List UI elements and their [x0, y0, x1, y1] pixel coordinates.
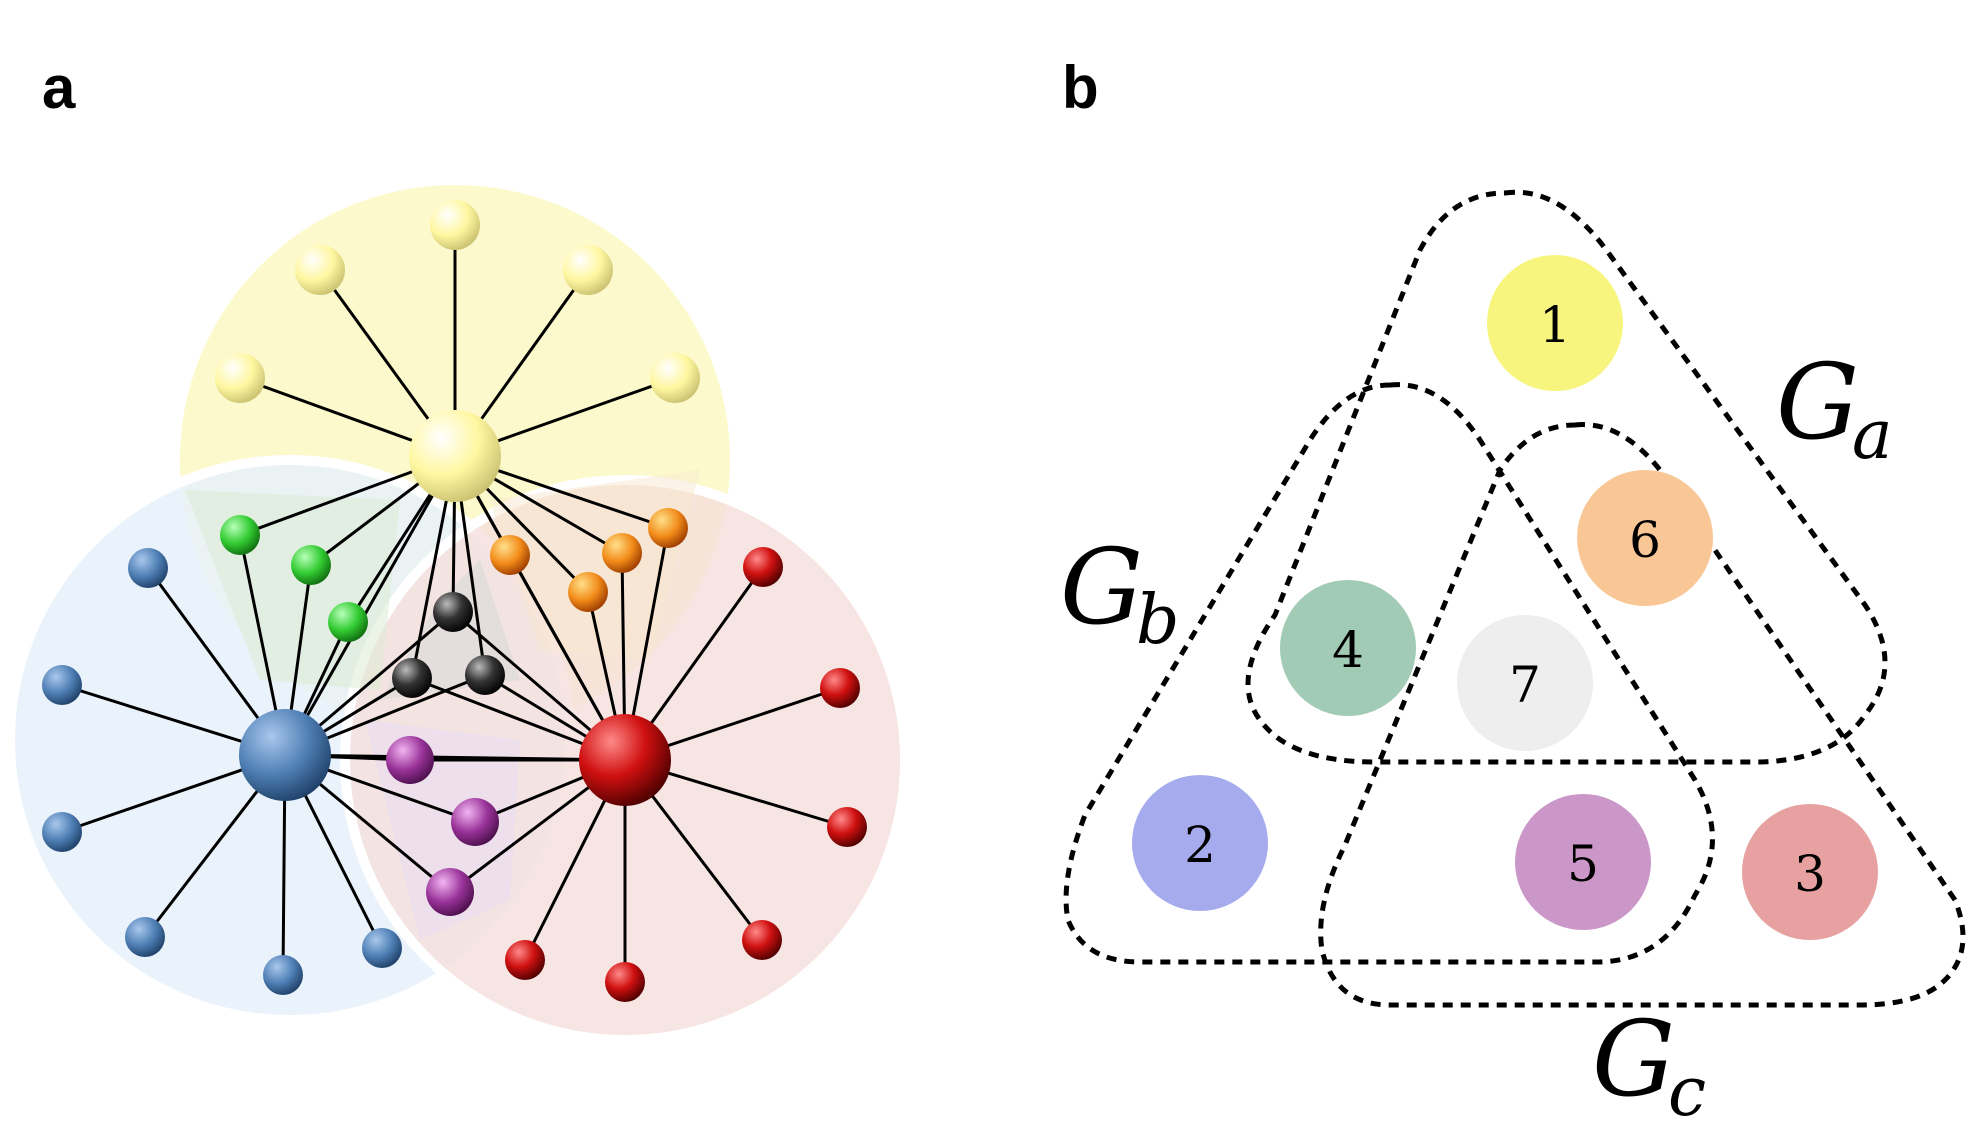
venn-region-circle: [1132, 775, 1268, 911]
venn-regions: 1 2 3 4 5 6 7: [1132, 255, 1878, 940]
orange-node: [490, 535, 530, 575]
venn-region-7: 7: [1457, 615, 1593, 751]
panel-label-a: a: [42, 54, 76, 121]
green-node: [291, 545, 331, 585]
venn-region-label: 1: [1539, 296, 1571, 354]
yellow-node: [430, 200, 480, 250]
set-label-gc-main: G: [1592, 998, 1675, 1120]
venn-region-label: 7: [1509, 656, 1541, 714]
set-outline-gb: [1063, 382, 1715, 965]
venn-region-label: 6: [1629, 511, 1661, 569]
set-label-ga-sub: a: [1852, 396, 1893, 475]
blue-node: [42, 812, 82, 852]
venn-region-label: 2: [1184, 816, 1216, 874]
venn-region-label: 4: [1332, 621, 1364, 679]
red-hub-node: [579, 714, 671, 806]
venn-set-outlines: [1063, 189, 1966, 1008]
venn-region-3: 3: [1742, 804, 1878, 940]
set-label-ga: G a: [1776, 341, 1893, 475]
blue-node: [263, 955, 303, 995]
set-label-gc: G c: [1592, 998, 1706, 1124]
venn-region-label: 5: [1567, 835, 1599, 893]
edge-yellow-blue-hub: [283, 455, 457, 756]
blue-node: [125, 917, 165, 957]
venn-region-circle: [1280, 580, 1416, 716]
set-label-ga-main: G: [1776, 341, 1859, 463]
yellow-node: [650, 353, 700, 403]
yellow-node: [295, 245, 345, 295]
green-node: [220, 515, 260, 555]
black-node: [392, 658, 432, 698]
network-nodes: [42, 200, 867, 1002]
yellow-hub-node: [409, 410, 501, 502]
blue-node: [128, 548, 168, 588]
red-node: [742, 920, 782, 960]
venn-region-circle: [1457, 615, 1593, 751]
venn-region-4: 4: [1280, 580, 1416, 716]
venn-region-circle: [1487, 255, 1623, 391]
venn-region-6: 6: [1577, 470, 1713, 606]
red-node: [743, 547, 783, 587]
venn-region-label: 3: [1794, 845, 1826, 903]
set-label-gb: G b: [1060, 526, 1180, 660]
set-outline-gc: [1318, 422, 1966, 1008]
venn-region-circle: [1577, 470, 1713, 606]
panel-label-b: b: [1062, 54, 1099, 121]
red-node: [820, 668, 860, 708]
venn-panel: 1 2 3 4 5 6 7 G a G b G c: [1060, 189, 1966, 1124]
venn-region-2: 2: [1132, 775, 1268, 911]
venn-region-5: 5: [1515, 794, 1651, 930]
venn-region-circle: [1515, 794, 1651, 930]
green-node: [328, 602, 368, 642]
network-panel: [5, 175, 910, 1045]
blue-hub-node: [239, 709, 331, 801]
red-node: [505, 940, 545, 980]
purple-node: [386, 736, 434, 784]
black-node: [465, 655, 505, 695]
yellow-node: [215, 353, 265, 403]
yellow-node: [563, 245, 613, 295]
blue-node: [362, 928, 402, 968]
orange-node: [648, 508, 688, 548]
set-label-gc-sub: c: [1668, 1053, 1706, 1124]
red-node: [605, 962, 645, 1002]
orange-node: [602, 533, 642, 573]
purple-node: [426, 868, 474, 916]
set-label-gb-sub: b: [1136, 581, 1180, 660]
set-outline-ga: [1245, 189, 1888, 765]
blue-node: [42, 665, 82, 705]
red-node: [827, 807, 867, 847]
set-label-gb-main: G: [1060, 526, 1143, 648]
black-node: [433, 592, 473, 632]
orange-node: [568, 572, 608, 612]
venn-region-circle: [1742, 804, 1878, 940]
purple-node: [451, 798, 499, 846]
venn-region-1: 1: [1487, 255, 1623, 391]
